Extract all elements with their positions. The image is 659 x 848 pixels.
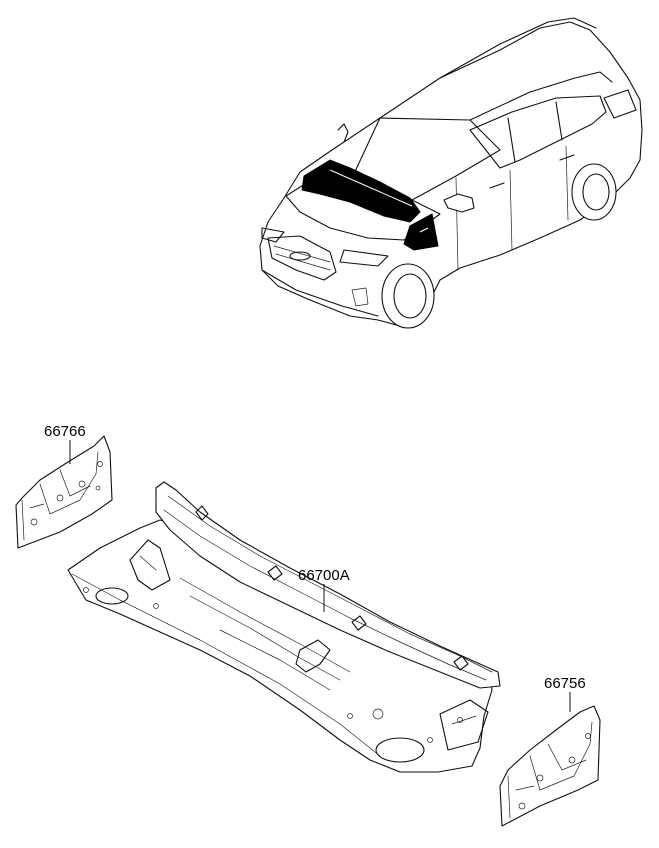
part-66756-illustration bbox=[499, 705, 601, 827]
part-number-66756: 66756 bbox=[544, 675, 586, 692]
leader-lines bbox=[69, 440, 571, 712]
part-number-66700A: 66700A bbox=[298, 567, 350, 584]
part-66766-illustration bbox=[15, 435, 113, 549]
part-66700A-illustration bbox=[67, 481, 501, 773]
part-number-66766: 66766 bbox=[44, 423, 86, 440]
vehicle-illustration bbox=[259, 17, 643, 329]
